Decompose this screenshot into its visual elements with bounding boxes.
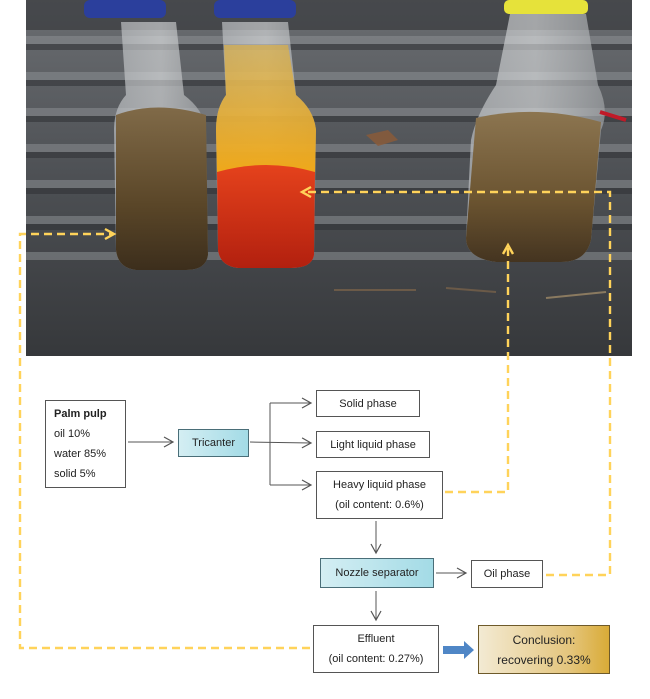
heavy-liquid-oil-content: (oil content: 0.6%) [335, 499, 424, 511]
light-liquid-phase-box: Light liquid phase [316, 431, 430, 458]
bottles-photo [26, 0, 632, 356]
palm-pulp-water: water 85% [54, 448, 106, 460]
effluent-label: Effluent [357, 633, 395, 645]
conclusion-box: Conclusion: recovering 0.33% [478, 625, 610, 674]
solid-phase-label: Solid phase [339, 397, 397, 410]
heavy-liquid-phase-label: Heavy liquid phase [333, 479, 426, 491]
light-liquid-phase-label: Light liquid phase [330, 438, 416, 451]
heavy-liquid-phase-box: Heavy liquid phase (oil content: 0.6%) [316, 471, 443, 519]
tricanter-box: Tricanter [178, 429, 249, 457]
palm-pulp-title: Palm pulp [54, 408, 107, 420]
nozzle-separator-label: Nozzle separator [335, 567, 419, 579]
conclusion-label: Conclusion: [512, 632, 576, 647]
nozzle-separator-box: Nozzle separator [320, 558, 434, 588]
tricanter-label: Tricanter [192, 437, 235, 449]
bottle-effluent [84, 0, 208, 270]
bottle-cap-blue [214, 0, 296, 18]
oil-phase-label: Oil phase [483, 568, 531, 580]
arrow-effluent-to-conclusion [443, 641, 474, 659]
palm-pulp-box: Palm pulp oil 10% water 85% solid 5% [45, 400, 126, 488]
conclusion-value: recovering 0.33% [497, 652, 591, 667]
solid-phase-box: Solid phase [316, 390, 420, 417]
oil-phase-box: Oil phase [471, 560, 543, 588]
palm-pulp-oil: oil 10% [54, 428, 91, 440]
arrow-tricanter-out [249, 437, 313, 449]
bottle-cap-blue [84, 0, 166, 18]
palm-pulp-solid: solid 5% [54, 468, 96, 480]
bottle-cap-yellow [504, 0, 588, 14]
effluent-oil-content: (oil content: 0.27%) [328, 653, 424, 665]
effluent-box: Effluent (oil content: 0.27%) [313, 625, 439, 673]
